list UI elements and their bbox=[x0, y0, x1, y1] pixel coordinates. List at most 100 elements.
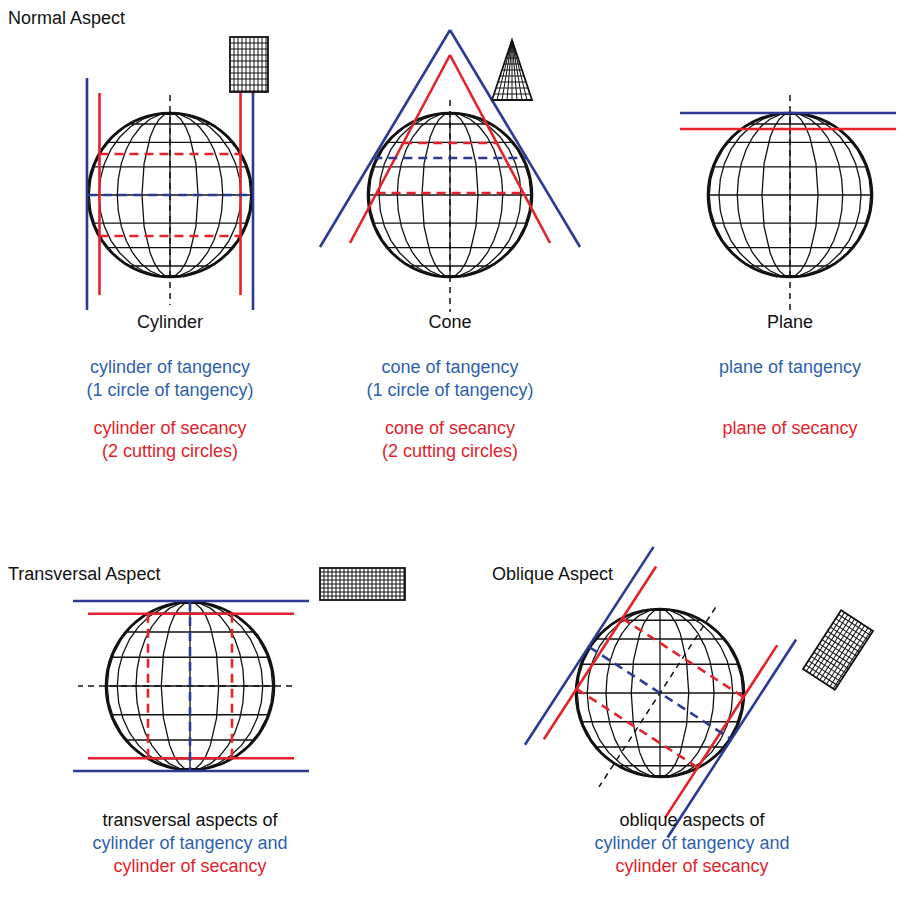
icon-grid bbox=[502, 70, 522, 71]
secant-cone bbox=[350, 55, 450, 243]
cylinder-icon bbox=[803, 610, 873, 689]
tangency-circle bbox=[189, 602, 192, 770]
globe-graticule bbox=[544, 577, 775, 809]
icon-grid bbox=[246, 37, 247, 92]
cone-icon bbox=[492, 40, 532, 100]
icon-grid bbox=[808, 661, 840, 682]
icon-grid bbox=[262, 37, 263, 92]
cylinder-group bbox=[87, 78, 253, 310]
tangency-circle bbox=[590, 647, 731, 738]
icon-grid bbox=[238, 37, 239, 92]
caption-label: plane of secancy bbox=[722, 417, 857, 439]
axis-line bbox=[449, 100, 451, 312]
icon-grid bbox=[320, 572, 405, 573]
icon-outline bbox=[320, 568, 405, 600]
caption-label: Cylinder bbox=[137, 311, 203, 333]
caption-label: (2 cutting circles) bbox=[102, 440, 238, 462]
cylinder-icon bbox=[320, 568, 405, 600]
icon-grid bbox=[510, 46, 514, 47]
icon-grid bbox=[254, 37, 255, 92]
icon-grid bbox=[836, 619, 868, 640]
tangent-cylinder bbox=[86, 78, 89, 310]
icon-outline bbox=[230, 37, 268, 92]
caption-label: (1 circle of tangency) bbox=[86, 379, 253, 401]
tangent-cone bbox=[450, 30, 580, 247]
caption-label: oblique aspects of bbox=[619, 809, 764, 831]
axis-line bbox=[599, 607, 716, 786]
caption-label: cylinder of tangency and bbox=[594, 832, 789, 854]
icon-grid bbox=[825, 635, 857, 656]
caption-label: plane of tangency bbox=[719, 356, 861, 378]
secant-cylinder bbox=[88, 612, 294, 615]
secant-cylinder bbox=[544, 566, 656, 739]
icon-grid bbox=[258, 37, 259, 92]
cone-group bbox=[320, 30, 580, 312]
caption-label: cone of tangency bbox=[381, 356, 518, 378]
caption-label: Cone bbox=[428, 311, 471, 333]
icon-grid bbox=[508, 52, 516, 53]
icon-grid bbox=[242, 37, 243, 92]
cutting-circle bbox=[99, 153, 240, 156]
cutting-circle bbox=[231, 614, 234, 758]
icon-outline bbox=[492, 40, 532, 100]
icon-grid bbox=[496, 88, 528, 89]
icon-grid bbox=[506, 58, 518, 59]
icon-grid bbox=[266, 37, 267, 92]
section-heading: Oblique Aspect bbox=[492, 563, 613, 585]
icon-grid bbox=[828, 631, 860, 652]
icon-grid bbox=[320, 592, 405, 593]
icon-grid bbox=[320, 588, 405, 589]
caption-label: cylinder of secancy bbox=[113, 855, 266, 877]
cutting-circle bbox=[577, 689, 698, 768]
cutting-circle bbox=[403, 142, 497, 145]
cutting-circle bbox=[377, 192, 524, 195]
icon-grid bbox=[230, 79, 268, 80]
tangent-cylinder bbox=[73, 770, 309, 773]
tangent-cone bbox=[320, 30, 450, 247]
icon-outline bbox=[803, 610, 873, 689]
icon-grid bbox=[230, 55, 268, 56]
icon-grid bbox=[833, 623, 865, 644]
caption-label: (1 circle of tangency) bbox=[366, 379, 533, 401]
icon-grid bbox=[250, 37, 251, 92]
cylinder-group bbox=[73, 601, 309, 771]
icon-grid bbox=[819, 644, 851, 665]
tangency-circle bbox=[88, 194, 252, 197]
icon-grid bbox=[230, 49, 268, 50]
icon-grid bbox=[830, 627, 862, 648]
caption-label: transversal aspects of bbox=[102, 809, 277, 831]
tangent-plane bbox=[680, 112, 896, 115]
tangent-cylinder bbox=[73, 600, 309, 603]
cutting-circle bbox=[147, 614, 150, 758]
icon-grid bbox=[811, 656, 843, 677]
icon-grid bbox=[230, 67, 268, 68]
globe-fill bbox=[106, 602, 274, 770]
section-heading: Transversal Aspect bbox=[8, 563, 160, 585]
caption-label: cylinder of tangency bbox=[90, 356, 250, 378]
axis-line bbox=[169, 95, 171, 305]
globe-outline bbox=[106, 602, 274, 770]
section-heading: Normal Aspect bbox=[8, 7, 125, 29]
icon-grid bbox=[320, 580, 405, 581]
tangent-cylinder bbox=[668, 639, 797, 837]
tangency-circle bbox=[373, 157, 526, 160]
caption-label: cylinder of secancy bbox=[615, 855, 768, 877]
plane-group bbox=[680, 95, 896, 312]
caption-label: (2 cutting circles) bbox=[382, 440, 518, 462]
icon-grid bbox=[504, 64, 520, 65]
caption-label: cylinder of secancy bbox=[93, 417, 246, 439]
caption-label: cylinder of tangency and bbox=[92, 832, 287, 854]
icon-grid bbox=[806, 665, 838, 686]
axis-line bbox=[789, 95, 791, 312]
icon-grid bbox=[320, 576, 405, 577]
secant-plane bbox=[680, 128, 896, 131]
icon-grid bbox=[494, 94, 530, 95]
icon-grid bbox=[230, 91, 268, 92]
tangent-cylinder bbox=[252, 78, 255, 310]
icon-grid bbox=[814, 652, 846, 673]
icon-grid bbox=[230, 73, 268, 74]
icon-grid bbox=[234, 37, 235, 92]
cylinder-group bbox=[525, 547, 796, 838]
cutting-circle bbox=[99, 235, 240, 238]
